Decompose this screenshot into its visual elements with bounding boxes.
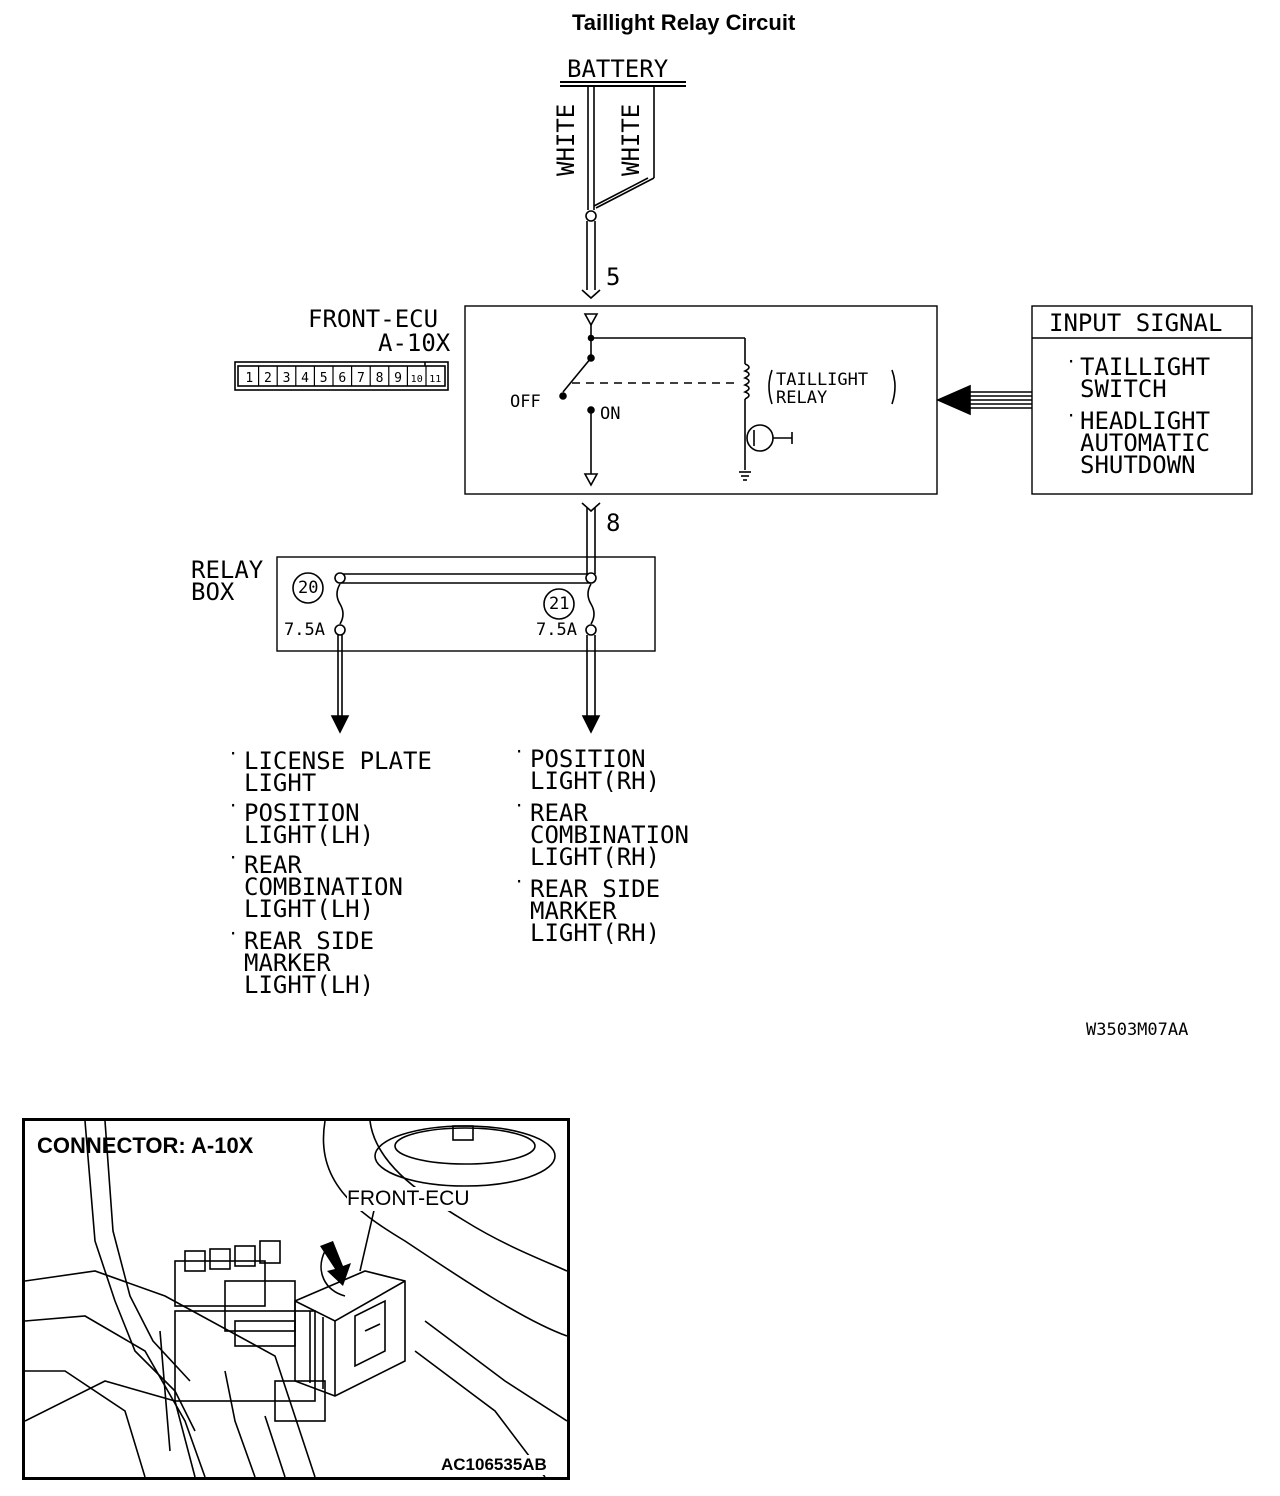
load-item-line: MARKER: [530, 897, 617, 925]
engine-bay-illustration: [25, 1121, 567, 1477]
wire-color-left: WHITE: [552, 103, 580, 176]
load-item-line: LIGHT(LH): [244, 971, 375, 999]
input-headlight-2: AUTOMATIC: [1080, 429, 1211, 457]
connector-pin-11: 11: [429, 374, 441, 385]
fuse-20-number: 20: [298, 578, 319, 598]
load-item-line: REAR: [244, 851, 302, 879]
connector-pin-1: 1: [245, 371, 253, 386]
terminal-8: 8: [606, 509, 621, 537]
load-item-line: COMBINATION: [244, 873, 403, 901]
load-item-line: COMBINATION: [530, 821, 689, 849]
load-item-line: REAR: [530, 799, 588, 827]
bullet-icon: ·: [228, 744, 239, 764]
photo-code: AC106535AB: [441, 1455, 547, 1475]
bullet-icon: ·: [228, 796, 239, 816]
bullet-icon: ·: [228, 848, 239, 868]
fuse-21-number: 21: [549, 594, 570, 614]
relay-label-line2: RELAY: [776, 388, 828, 408]
load-item-line: POSITION: [244, 799, 360, 827]
switch-off-label: OFF: [510, 392, 541, 412]
connector-pin-3: 3: [283, 371, 291, 386]
connector-location-photo: CONNECTOR: A-10X FRONT-ECU AC106535AB: [22, 1118, 570, 1480]
input-signal-title: INPUT SIGNAL: [1049, 309, 1223, 337]
connector-pin-2: 2: [264, 371, 272, 386]
connector-pin-5: 5: [320, 371, 328, 386]
bullet-icon: ·: [514, 872, 525, 892]
load-item-line: POSITION: [530, 745, 646, 773]
fuse-20-rating: 7.5A: [284, 620, 325, 640]
relay-box-label-1: RELAY: [191, 556, 264, 584]
front-ecu-callout: FRONT-ECU: [347, 1187, 470, 1211]
connector-pin-9: 9: [394, 371, 402, 386]
bullet-icon: ·: [228, 924, 239, 944]
relay-label-line1: TAILLIGHT: [776, 370, 869, 390]
bullet-icon: ·: [1066, 352, 1077, 372]
bullet-icon: ·: [514, 742, 525, 762]
load-item-line: REAR SIDE: [244, 927, 375, 955]
wire-color-right: WHITE: [617, 103, 645, 176]
terminal-5: 5: [606, 263, 621, 291]
load-item-line: MARKER: [244, 949, 331, 977]
load-item-line: LICENSE PLATE: [244, 747, 432, 775]
input-taillight-1: TAILLIGHT: [1080, 353, 1211, 381]
connector-title: CONNECTOR: A-10X: [37, 1133, 254, 1158]
connector-pin-7: 7: [357, 371, 365, 386]
load-item-line: LIGHT(LH): [244, 821, 375, 849]
ecu-label: FRONT-ECU: [308, 305, 439, 333]
load-item-line: LIGHT(RH): [530, 767, 661, 795]
connector-pin-10: 10: [411, 374, 423, 385]
connector-pin-8: 8: [376, 371, 384, 386]
connector-pin-6: 6: [338, 371, 346, 386]
switch-on-label: ON: [600, 404, 621, 424]
load-item-line: LIGHT(RH): [530, 843, 661, 871]
relay-box-label-2: BOX: [191, 578, 235, 606]
bullet-icon: ·: [514, 796, 525, 816]
connector-pin-4: 4: [301, 371, 309, 386]
load-item-line: LIGHT(LH): [244, 895, 375, 923]
load-item-line: LIGHT: [244, 769, 317, 797]
load-item-line: LIGHT(RH): [530, 919, 661, 947]
connector-code: A-10X: [378, 329, 451, 357]
fuse-21-rating: 7.5A: [536, 620, 577, 640]
bullet-icon: ·: [1066, 406, 1077, 426]
battery-label: BATTERY: [567, 55, 669, 83]
input-taillight-2: SWITCH: [1080, 375, 1167, 403]
figure-code: W3503M07AA: [1086, 1020, 1189, 1040]
input-headlight-1: HEADLIGHT: [1080, 407, 1211, 435]
load-item-line: REAR SIDE: [530, 875, 661, 903]
diagram-title: Taillight Relay Circuit: [572, 10, 796, 35]
input-headlight-3: SHUTDOWN: [1080, 451, 1196, 479]
